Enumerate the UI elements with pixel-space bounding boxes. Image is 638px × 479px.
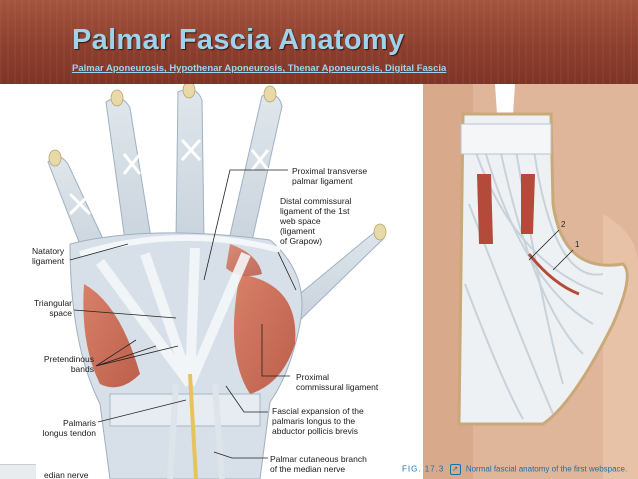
label-line: Proximal [296,372,330,382]
label-median-nerve: edian nerve [44,470,89,479]
label-line: palmar ligament [292,176,353,186]
label-proximal-commissural-ligament: Proximal commissural ligament [296,372,378,392]
label-line: space [49,308,72,318]
label-line: Triangular [34,298,72,308]
label-line: ligament [32,256,65,266]
figure-caption: FIG. 17.3 ↗ Normal fascial anatomy of th… [402,464,627,475]
label-fascial-expansion: Fascial expansion of the palmaris longus… [272,406,364,436]
header-texture [0,0,638,84]
label-proximal-transverse-palmar-ligament: Proximal transverse palmar ligament [292,166,367,186]
label-natatory-ligament: Natatory ligament [32,246,64,266]
hand-illustration [47,84,387,479]
label-line: web space [280,216,321,226]
label-line: Distal commissural [280,196,352,206]
webspace-illustration-panel: 2 1 [403,84,638,479]
label-line: Pretendinous [43,354,94,364]
palm [69,232,303,479]
label-line: Fascial expansion of the [272,406,364,416]
webspace-illustration [423,84,638,479]
label-distal-commissural-ligament: Distal commissural ligament of the 1st w… [280,196,351,246]
figure-number: FIG. 17.3 [402,464,445,474]
hand-illustration-panel: Proximal transverse palmar ligament Dist… [0,84,394,479]
webspace-label-1: 1 [575,240,580,249]
label-line: (ligament [280,226,315,236]
label-line: of the median nerve [270,464,346,474]
label-line: Natatory [32,246,65,256]
label-palmaris-longus-tendon: Palmaris longus tendon [26,418,96,438]
corner-thumbnail [0,464,36,479]
panel-divider [394,84,403,479]
label-pretendinous-bands: Pretendinous bands [22,354,94,374]
label-line: Palmar cutaneous branch [270,454,367,464]
webspace-label-2: 2 [561,220,566,229]
label-line: palmaris longus to the [272,416,356,426]
label-line: abductor pollicis brevis [272,426,358,436]
label-line: ligament of the 1st [280,206,350,216]
slide-title: Palmar Fascia Anatomy [72,24,405,56]
label-line: commissural ligament [296,382,379,392]
label-line: of Grapow) [280,236,323,246]
leader-lines [69,169,297,459]
label-triangular-space: Triangular space [20,298,72,318]
slide-subtitle: Palmar Aponeurosis, Hypothenar Aponeuros… [72,63,447,74]
label-palmar-cutaneous-branch: Palmar cutaneous branch of the median ne… [270,454,367,474]
label-line: Proximal transverse [292,166,368,176]
label-line: bands [70,364,94,374]
slide-header: Palmar Fascia Anatomy Palmar Aponeurosis… [0,0,638,84]
label-line: longus tendon [42,428,96,438]
label-line: Palmaris [62,418,96,428]
figure-caption-text: Normal fascial anatomy of the first webs… [465,464,628,474]
link-icon[interactable]: ↗ [449,464,461,475]
